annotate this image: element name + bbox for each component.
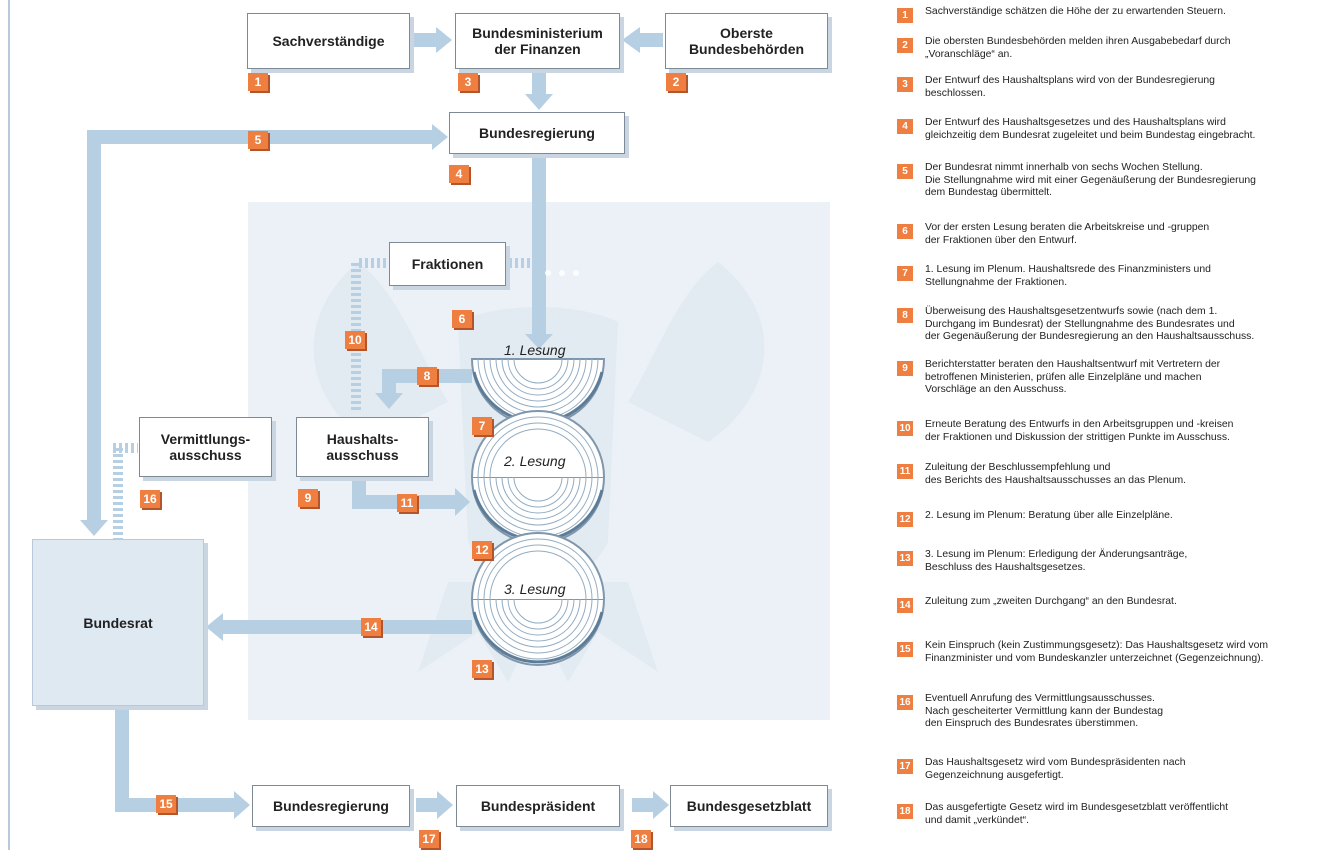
legend-number: 2	[897, 38, 913, 53]
badge-12: 12	[472, 541, 492, 559]
box-bundesrat: Bundesrat	[32, 539, 204, 706]
arrow-loop-left	[87, 130, 101, 522]
arrow-8-vertical	[382, 369, 396, 394]
legend-number: 9	[897, 361, 913, 376]
legend-number: 14	[897, 598, 913, 613]
box-bundesministerium-finanzen: Bundesministerium der Finanzen	[455, 13, 620, 69]
legend-text: Die obersten Bundesbehörden melden ihren…	[925, 36, 1231, 60]
badge-8: 8	[417, 367, 437, 385]
legend-number: 17	[897, 759, 913, 774]
badge-1: 1	[248, 73, 268, 91]
arrow-oberste-bmf	[640, 33, 663, 47]
label-lesung-3: 3. Lesung	[504, 581, 566, 597]
badge-6: 6	[452, 310, 472, 328]
label-lesung-1: 1. Lesung	[504, 342, 566, 358]
legend-text: 2. Lesung im Plenum: Beratung über alle …	[925, 510, 1173, 521]
legend-number: 18	[897, 804, 913, 819]
legend-text: Der Bundesrat nimmt innerhalb von sechs …	[925, 162, 1256, 198]
arrowhead-17	[437, 791, 453, 819]
box-bundesregierung-bottom: Bundesregierung	[252, 785, 410, 827]
box-bundesgesetzblatt: Bundesgesetzblatt	[670, 785, 828, 827]
legend-number: 15	[897, 642, 913, 657]
arrow-14	[222, 620, 472, 634]
legend-text: Vor der ersten Lesung beraten die Arbeit…	[925, 222, 1210, 246]
arrow-bmf-breg	[532, 72, 546, 94]
arrowhead-14	[206, 613, 223, 641]
badge-4: 4	[449, 165, 469, 183]
legend-text: 1. Lesung im Plenum. Haushaltsrede des F…	[925, 264, 1211, 288]
legend-number: 10	[897, 421, 913, 436]
label-lesung-2: 2. Lesung	[504, 453, 566, 469]
dashed-fraktionen-haushalt	[351, 258, 386, 410]
badge-18: 18	[631, 830, 651, 848]
legend-number: 16	[897, 695, 913, 710]
legend-text: Kein Einspruch (kein Zustimmungsgesetz):…	[925, 640, 1269, 664]
legend-text: Sachverständige schätzen die Höhe der zu…	[925, 6, 1226, 17]
badge-17: 17	[419, 830, 439, 848]
box-haushaltsausschuss: Haushalts- ausschuss	[296, 417, 429, 477]
legend-text: 3. Lesung im Plenum: Erledigung der Ände…	[925, 549, 1188, 573]
legend-number: 8	[897, 308, 913, 323]
legend-text: Erneute Beratung des Entwurfs in den Arb…	[925, 419, 1234, 443]
legend-number: 6	[897, 224, 913, 239]
arrowhead-5	[432, 124, 448, 150]
arrowhead-8	[375, 393, 403, 409]
arrowhead-bmf-breg	[525, 94, 553, 110]
legend-text: Das ausgefertigte Gesetz wird im Bundesg…	[925, 802, 1229, 826]
arrow-sach-bmf	[412, 33, 436, 47]
arrowhead-15	[234, 791, 250, 819]
legend-number: 3	[897, 77, 913, 92]
legend-text: Berichterstatter beraten den Haushaltsen…	[925, 359, 1221, 395]
legend-text: Zuleitung der Beschlussempfehlung und de…	[925, 462, 1187, 486]
badge-2: 2	[666, 73, 686, 91]
badge-9: 9	[298, 489, 318, 507]
badge-5: 5	[248, 131, 268, 149]
legend-text: Der Entwurf des Haushaltsplans wird von …	[925, 75, 1215, 99]
badge-10: 10	[345, 331, 365, 349]
arrow-15-vertical	[115, 708, 129, 812]
badge-15: 15	[156, 795, 176, 813]
box-vermittlungsausschuss: Vermittlungs- ausschuss	[139, 417, 272, 477]
badge-11: 11	[397, 494, 417, 512]
legend-number: 1	[897, 8, 913, 23]
legend-number: 4	[897, 119, 913, 134]
left-margin-line	[8, 0, 10, 850]
arrow-17	[416, 798, 438, 812]
box-fraktionen: Fraktionen	[389, 242, 506, 286]
badge-16: 16	[140, 490, 160, 508]
arrowhead-oberste-bmf	[622, 27, 640, 53]
badge-3: 3	[458, 73, 478, 91]
badge-14: 14	[361, 618, 381, 636]
box-sachverstaendige: Sachverständige	[247, 13, 410, 69]
box-bundesregierung-top: Bundesregierung	[449, 112, 625, 154]
legend-text: Zuleitung zum „zweiten Durchgang“ an den…	[925, 596, 1177, 607]
arrowhead-bundesrat	[80, 520, 108, 536]
box-oberste-bundesbehoerden: Oberste Bundesbehörden	[665, 13, 828, 69]
legend-text: Überweisung des Haushaltsgesetzentwurfs …	[925, 306, 1255, 342]
legend-number: 13	[897, 551, 913, 566]
legend-text: Eventuell Anrufung des Vermittlungsaussc…	[925, 693, 1163, 729]
plenum-2	[470, 410, 606, 544]
arrow-18	[632, 798, 654, 812]
badge-13: 13	[472, 660, 492, 678]
legend-number: 7	[897, 266, 913, 281]
legend-number: 11	[897, 464, 913, 479]
legend-text: Der Entwurf des Haushaltsgesetzes und de…	[925, 117, 1256, 141]
arrowhead-11	[455, 488, 470, 516]
arrow-breg-lesung1	[532, 155, 546, 335]
legend-text: Das Haushaltsgesetz wird vom Bundespräsi…	[925, 757, 1186, 781]
arrowhead-18	[653, 791, 669, 819]
arrowhead-sach-bmf	[436, 27, 452, 53]
arrowhead-lesung1	[525, 334, 553, 349]
box-bundespraesident: Bundespräsident	[456, 785, 620, 827]
legend-number: 5	[897, 164, 913, 179]
legend-number: 12	[897, 512, 913, 527]
badge-7: 7	[472, 417, 492, 435]
plenum-3	[470, 532, 606, 666]
